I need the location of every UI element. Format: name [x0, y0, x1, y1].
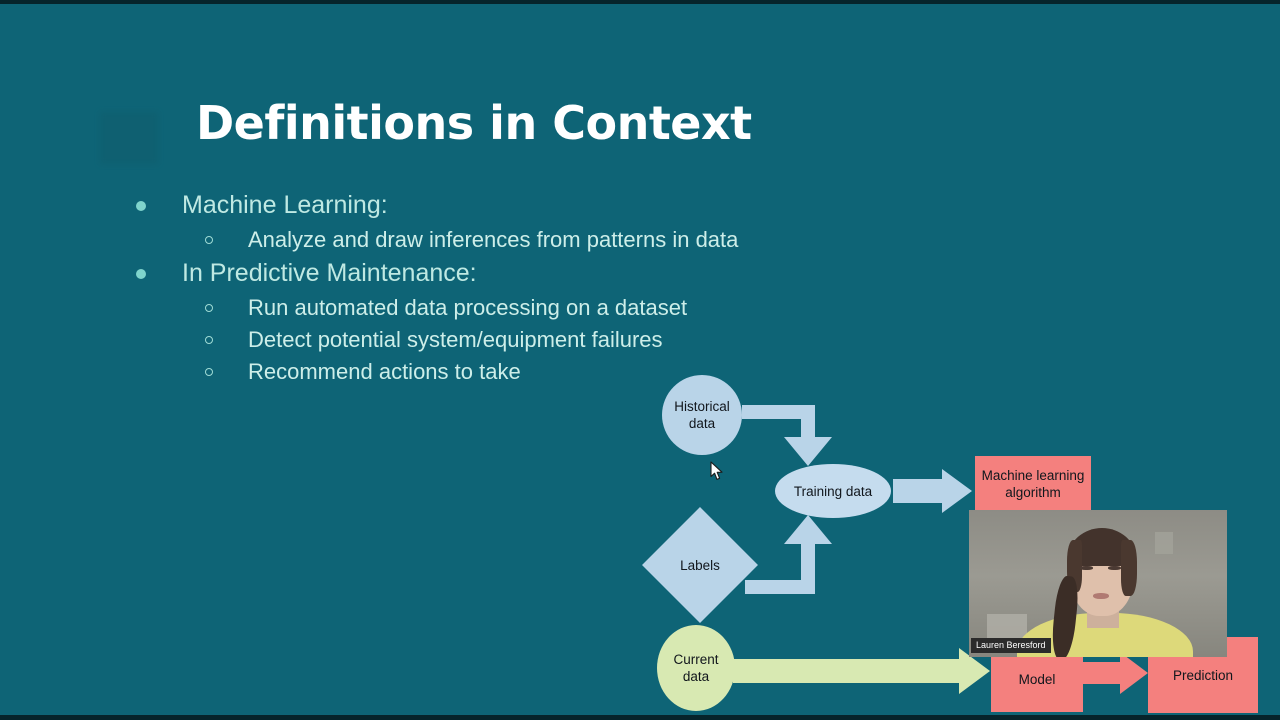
node-label: Current data	[673, 652, 719, 684]
node-label: Labels	[680, 557, 720, 573]
node-current-data: Current data	[657, 625, 735, 711]
bullet-label: Machine Learning:	[182, 191, 388, 219]
node-label: Training data	[793, 483, 873, 499]
node-ml-algorithm: Machine learning algorithm	[975, 456, 1091, 512]
sub-bullet-recommend-actions: Recommend actions to take	[136, 356, 896, 388]
wall-decor	[1155, 532, 1173, 554]
sub-bullet-label: Analyze and draw inferences from pattern…	[248, 227, 739, 252]
page-title: Definitions in Context	[196, 96, 752, 150]
node-label: Historical data	[674, 399, 730, 431]
arrow-labels-to-training	[745, 515, 832, 594]
bottom-letterbox-bar	[0, 715, 1280, 720]
background-artifact	[100, 112, 158, 164]
node-label: Model	[1018, 671, 1056, 687]
sub-bullet-marker-icon	[205, 368, 213, 376]
sub-bullet-marker-icon	[205, 336, 213, 344]
sub-bullet-label: Run automated data processing on a datas…	[248, 295, 688, 320]
node-label: Machine learning algorithm	[981, 468, 1085, 500]
node-labels: Labels	[642, 507, 758, 623]
person-eye-left	[1080, 566, 1093, 570]
person-mouth	[1093, 593, 1109, 599]
node-model: Model	[991, 646, 1083, 712]
person-hair-right	[1121, 540, 1137, 596]
bullet-marker-icon	[136, 269, 146, 279]
arrow-historical-to-training	[742, 405, 832, 466]
webcam-video-overlay[interactable]: Lauren Beresford	[969, 510, 1227, 657]
sub-bullet-marker-icon	[205, 236, 213, 244]
sub-bullet-label: Detect potential system/equipment failur…	[248, 327, 663, 352]
sub-bullet-run-automated: Run automated data processing on a datas…	[136, 292, 896, 324]
arrow-training-to-algorithm	[893, 469, 972, 513]
sub-bullet-marker-icon	[205, 304, 213, 312]
sub-bullet-analyze: Analyze and draw inferences from pattern…	[136, 224, 896, 256]
arrow-current-to-model	[733, 648, 990, 694]
sub-bullet-label: Recommend actions to take	[248, 359, 521, 384]
bullet-list: Machine Learning: Analyze and draw infer…	[136, 188, 896, 388]
participant-name-label: Lauren Beresford	[971, 638, 1051, 653]
bullet-label: In Predictive Maintenance:	[182, 259, 477, 287]
wall-decor-secondary	[987, 614, 1027, 640]
top-letterbox-bar	[0, 0, 1280, 4]
node-historical-data: Historical data	[662, 375, 742, 455]
person-eye-right	[1108, 566, 1121, 570]
bullet-predictive-maintenance: In Predictive Maintenance:	[136, 256, 896, 290]
arrow-pointer-icon	[710, 461, 723, 480]
bullet-marker-icon	[136, 201, 146, 211]
node-label: Prediction	[1172, 667, 1234, 683]
sub-bullet-detect-failures: Detect potential system/equipment failur…	[136, 324, 896, 356]
arrow-model-to-prediction	[1083, 652, 1148, 694]
bullet-machine-learning: Machine Learning:	[136, 188, 896, 222]
node-training-data: Training data	[775, 464, 891, 518]
